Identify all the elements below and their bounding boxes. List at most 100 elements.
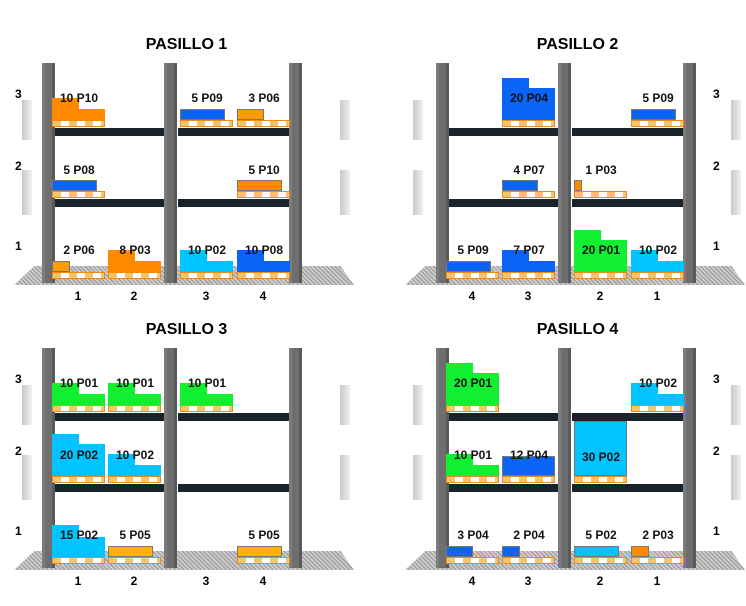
level-label: 1 bbox=[713, 239, 720, 253]
load-box[interactable] bbox=[574, 240, 627, 272]
pallet bbox=[52, 405, 105, 412]
shelf-beam bbox=[572, 199, 683, 207]
load-box[interactable] bbox=[631, 109, 676, 120]
load-label: 1 P03 bbox=[585, 163, 617, 177]
load-box[interactable] bbox=[502, 180, 538, 191]
pallet bbox=[237, 191, 290, 198]
load-box[interactable] bbox=[237, 546, 282, 557]
shelf-beam bbox=[178, 484, 289, 492]
load-box[interactable] bbox=[108, 394, 161, 405]
load-box[interactable] bbox=[446, 373, 499, 405]
load-label: 10 P08 bbox=[244, 243, 284, 257]
side-brace bbox=[413, 100, 423, 140]
load-box[interactable] bbox=[108, 546, 153, 557]
level-label: 3 bbox=[713, 87, 720, 101]
side-brace bbox=[340, 455, 350, 500]
shelf-beam bbox=[572, 484, 683, 492]
column-label: 2 bbox=[596, 574, 604, 588]
shelf-beam bbox=[178, 199, 289, 207]
load-box[interactable] bbox=[52, 109, 105, 120]
shelf-beam bbox=[55, 413, 164, 421]
load-box[interactable] bbox=[237, 180, 282, 191]
load-box[interactable] bbox=[446, 546, 473, 557]
pallet bbox=[502, 191, 555, 198]
pallet bbox=[180, 405, 233, 412]
rack-upright bbox=[558, 63, 571, 283]
load-box[interactable] bbox=[574, 421, 627, 476]
level-label: 2 bbox=[713, 159, 720, 173]
level-label: 3 bbox=[15, 372, 22, 386]
load-box[interactable] bbox=[502, 456, 555, 476]
pallet bbox=[574, 476, 627, 483]
side-brace bbox=[731, 100, 741, 140]
side-brace bbox=[413, 170, 423, 215]
load-label: 7 P07 bbox=[513, 243, 545, 257]
side-brace bbox=[22, 170, 32, 215]
shelf-beam bbox=[449, 484, 558, 492]
pallet bbox=[574, 191, 627, 198]
load-label: 10 P01 bbox=[59, 376, 99, 390]
pallet bbox=[108, 272, 161, 279]
shelf-beam bbox=[55, 199, 164, 207]
pallet bbox=[446, 405, 499, 412]
load-box[interactable] bbox=[502, 546, 520, 557]
column-label: 4 bbox=[259, 289, 267, 303]
aisle-title: PASILLO 3 bbox=[145, 321, 228, 338]
pallet bbox=[108, 557, 161, 564]
load-label: 2 P03 bbox=[642, 528, 674, 542]
pallet bbox=[108, 476, 161, 483]
pallet bbox=[446, 272, 499, 279]
column-label: 1 bbox=[653, 574, 661, 588]
rack-upright bbox=[289, 348, 302, 568]
load-box[interactable] bbox=[52, 444, 105, 476]
load-label: 10 P02 bbox=[115, 448, 155, 462]
load-box[interactable] bbox=[180, 261, 233, 272]
rack-upright bbox=[683, 348, 696, 568]
load-label: 5 P05 bbox=[248, 528, 280, 542]
shelf-beam bbox=[178, 413, 289, 421]
load-box[interactable] bbox=[631, 261, 684, 272]
pallet bbox=[52, 476, 105, 483]
load-label: 10 P01 bbox=[187, 376, 227, 390]
load-box[interactable] bbox=[108, 465, 161, 476]
load-box[interactable] bbox=[631, 394, 684, 405]
load-label: 20 P02 bbox=[59, 448, 99, 462]
load-box[interactable] bbox=[446, 465, 499, 476]
shelf-beam bbox=[55, 128, 164, 136]
level-label: 1 bbox=[713, 524, 720, 538]
load-box[interactable] bbox=[52, 261, 70, 272]
load-box[interactable] bbox=[574, 546, 619, 557]
load-box[interactable] bbox=[52, 180, 97, 191]
rack-upright bbox=[436, 63, 449, 283]
pallet bbox=[237, 557, 290, 564]
load-box[interactable] bbox=[180, 394, 233, 405]
column-label: 2 bbox=[596, 289, 604, 303]
rack-upright bbox=[42, 348, 55, 568]
level-label: 2 bbox=[713, 444, 720, 458]
pallet bbox=[446, 557, 499, 564]
pallet bbox=[108, 405, 161, 412]
load-box[interactable] bbox=[237, 109, 264, 120]
rack-upright bbox=[164, 63, 177, 283]
column-label: 3 bbox=[202, 574, 210, 588]
aisle-title: PASILLO 4 bbox=[536, 321, 619, 338]
load-box[interactable] bbox=[574, 180, 582, 191]
load-box[interactable] bbox=[502, 261, 555, 272]
pallet bbox=[502, 476, 555, 483]
load-box[interactable] bbox=[502, 88, 555, 120]
pallet bbox=[52, 191, 105, 198]
shelf-beam bbox=[572, 128, 683, 136]
load-box[interactable] bbox=[446, 261, 491, 272]
level-label: 2 bbox=[15, 444, 22, 458]
pallet bbox=[180, 272, 233, 279]
load-box[interactable] bbox=[108, 261, 161, 272]
load-box[interactable] bbox=[52, 537, 105, 557]
load-box[interactable] bbox=[52, 394, 105, 405]
side-brace bbox=[731, 455, 741, 500]
load-box[interactable] bbox=[631, 546, 649, 557]
load-box[interactable] bbox=[237, 261, 290, 272]
load-box[interactable] bbox=[180, 109, 225, 120]
